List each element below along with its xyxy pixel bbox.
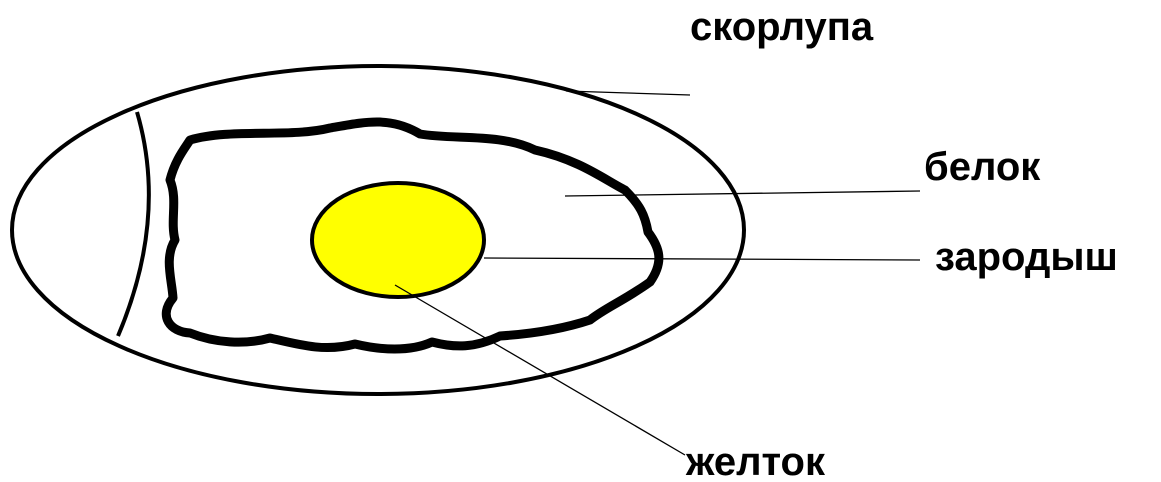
yolk: [312, 183, 484, 297]
air-chamber-line: [118, 112, 149, 336]
shell-label: скорлупа: [690, 5, 874, 49]
embryo-leader-line: [484, 258, 920, 260]
embryo-label: зародыш: [935, 235, 1118, 279]
yolk-label: желток: [685, 440, 826, 482]
albumen-leader-line: [565, 191, 920, 196]
albumen-label: белок: [924, 145, 1041, 189]
yolk-leader-line: [395, 285, 685, 455]
